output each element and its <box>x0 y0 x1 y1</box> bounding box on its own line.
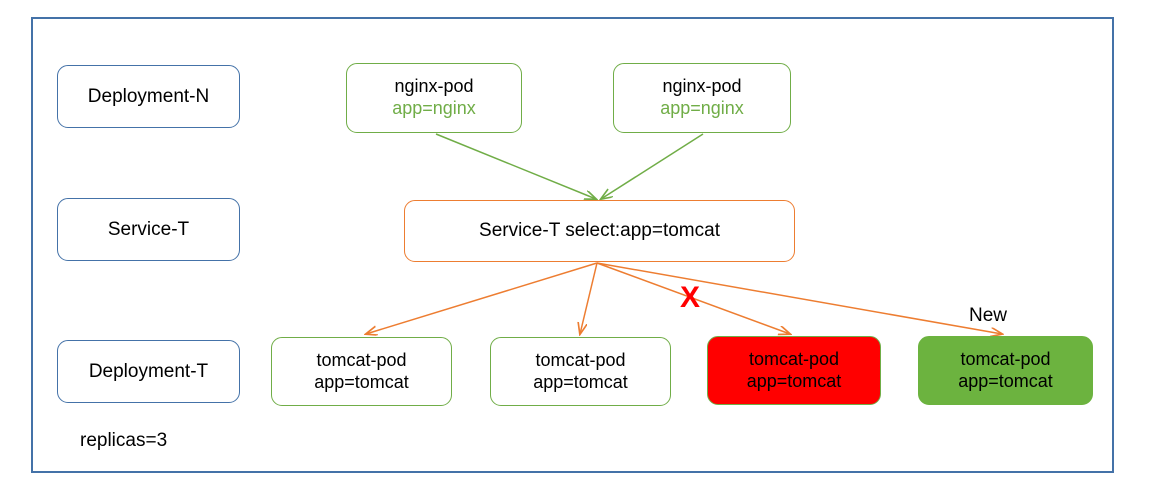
pod-nginx-1-label: app=nginx <box>392 98 476 118</box>
pod-nginx-1-title: nginx-pod <box>394 76 474 97</box>
new-pod-label: New <box>969 305 1008 326</box>
pod-tomcat-4-title: tomcat-pod <box>960 348 1051 369</box>
pod-tomcat-2-label: app=tomcat <box>533 371 628 392</box>
diagram-outer-frame <box>31 17 1114 473</box>
pod-tomcat-3-title: tomcat-pod <box>748 348 840 369</box>
pod-nginx-2[interactable]: nginx-pod app=nginx <box>613 63 791 133</box>
group-label-deployment-n: Deployment-N <box>87 85 210 107</box>
failure-x-icon: X <box>680 281 701 314</box>
group-box-deployment-t[interactable]: Deployment-T <box>57 340 240 403</box>
pod-tomcat-4-label: app=tomcat <box>958 370 1053 391</box>
service-box-tomcat-selector[interactable]: Service-T select:app=tomcat <box>404 200 795 262</box>
pod-tomcat-1-title: tomcat-pod <box>316 349 407 370</box>
pod-tomcat-3-label: app=tomcat <box>746 370 842 391</box>
pod-tomcat-1[interactable]: tomcat-pod app=tomcat <box>271 337 452 406</box>
pod-nginx-2-title: nginx-pod <box>662 76 742 97</box>
group-label-deployment-t: Deployment-T <box>88 360 209 382</box>
pod-tomcat-4-new[interactable]: tomcat-pod app=tomcat <box>918 336 1093 405</box>
pod-tomcat-1-label: app=tomcat <box>314 371 409 392</box>
service-box-label: Service-T select:app=tomcat <box>479 220 720 242</box>
pod-tomcat-2-title: tomcat-pod <box>535 349 626 370</box>
pod-tomcat-2[interactable]: tomcat-pod app=tomcat <box>490 337 671 406</box>
replicas-label: replicas=3 <box>80 430 168 451</box>
group-label-service-t: Service-T <box>107 218 190 240</box>
pod-nginx-2-label: app=nginx <box>660 98 744 118</box>
group-box-deployment-n[interactable]: Deployment-N <box>57 65 240 128</box>
group-box-service-t[interactable]: Service-T <box>57 198 240 261</box>
pod-nginx-1[interactable]: nginx-pod app=nginx <box>346 63 522 133</box>
pod-tomcat-3-failed[interactable]: tomcat-pod app=tomcat <box>707 336 881 405</box>
